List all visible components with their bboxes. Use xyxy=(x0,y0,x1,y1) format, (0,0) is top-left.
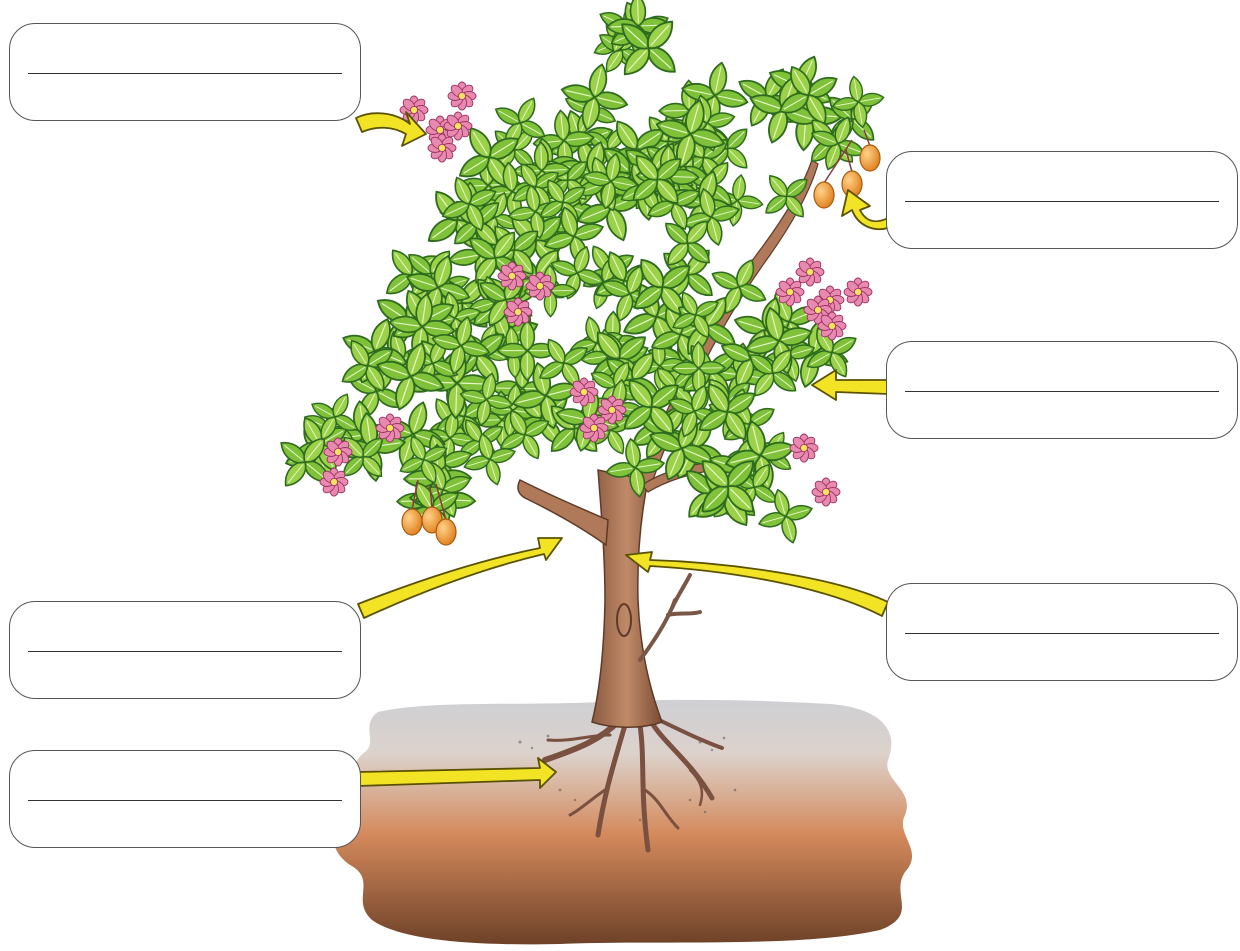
flower xyxy=(428,134,456,162)
flower xyxy=(526,272,554,300)
flower xyxy=(570,378,598,406)
flower xyxy=(448,82,476,110)
label-box-leaf[interactable] xyxy=(886,341,1238,439)
flower xyxy=(580,414,608,442)
flower xyxy=(376,414,404,442)
flower xyxy=(796,258,824,286)
flower xyxy=(818,312,846,340)
side-twig xyxy=(640,575,700,660)
label-box-branch[interactable] xyxy=(9,601,361,699)
answer-line xyxy=(28,800,342,801)
answer-line xyxy=(905,633,1219,634)
answer-line xyxy=(905,391,1219,392)
flower xyxy=(844,278,872,306)
flower xyxy=(320,468,348,496)
answer-line xyxy=(28,73,342,74)
answer-line xyxy=(28,651,342,652)
label-box-fruit[interactable] xyxy=(886,151,1238,249)
left-branch xyxy=(518,480,608,545)
flower xyxy=(812,478,840,506)
label-box-root[interactable] xyxy=(9,750,361,848)
trunk xyxy=(592,470,662,727)
answer-line xyxy=(905,201,1219,202)
flower xyxy=(498,262,526,290)
flower xyxy=(444,112,472,140)
flower xyxy=(324,438,352,466)
arrow-to-trunk xyxy=(626,552,888,616)
arrow-to-leaf xyxy=(812,370,888,400)
label-box-flower[interactable] xyxy=(9,23,361,121)
flower xyxy=(790,434,818,462)
arrow-to-branch xyxy=(358,538,562,618)
flower xyxy=(504,298,532,326)
arrow-to-fruit xyxy=(842,190,888,229)
label-box-trunk[interactable] xyxy=(886,583,1238,681)
